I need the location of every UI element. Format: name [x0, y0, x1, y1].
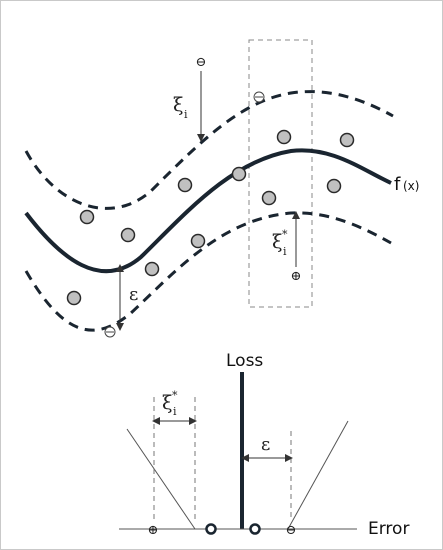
- regression-curve: [24, 148, 392, 274]
- xi-i-star-sup: *: [282, 228, 288, 241]
- error-label: Error: [368, 519, 409, 539]
- data-point: [79, 209, 95, 225]
- loss-label: Loss: [226, 351, 263, 371]
- xi-i-symbol: ξ: [173, 94, 183, 116]
- xi-i-star-sub: i: [283, 245, 287, 258]
- epsilon-label-loss: ε: [261, 434, 270, 455]
- data-point: [326, 178, 342, 194]
- loss-right-arm: [287, 420, 349, 530]
- lower-tube-curve: [24, 211, 392, 332]
- data-point: [231, 166, 247, 182]
- epsilon-label-tube: ε: [129, 284, 138, 305]
- loss-xi-star-symbol: ξ: [162, 392, 172, 414]
- loss-left-arm: [126, 428, 196, 530]
- plus-marker-axis: ⊕: [148, 523, 159, 538]
- axis-marker-right: [249, 523, 261, 535]
- data-point: [66, 290, 82, 306]
- data-point: [190, 233, 206, 249]
- data-point: [339, 132, 355, 148]
- loss-xi-star-sub: i: [173, 405, 177, 418]
- data-point: [144, 261, 160, 277]
- data-point: [120, 227, 136, 243]
- axis-marker-left: [205, 523, 217, 535]
- data-points: [66, 129, 355, 306]
- loss-xi-star-sup: *: [172, 389, 178, 402]
- xi-i-star-symbol: ξ: [272, 231, 282, 253]
- plus-marker-box: ⊕: [291, 269, 302, 284]
- minus-marker-axis: ⊖: [286, 523, 297, 538]
- upper-tube-curve: [24, 90, 394, 210]
- data-point: [261, 190, 277, 206]
- highlight-box: [248, 39, 313, 308]
- function-label: f: [394, 174, 401, 195]
- function-argument: (x): [403, 179, 419, 193]
- data-point: [177, 177, 193, 193]
- data-point: [276, 129, 292, 145]
- xi-i-subscript: i: [184, 108, 188, 121]
- minus-marker-top: ⊖: [196, 55, 207, 70]
